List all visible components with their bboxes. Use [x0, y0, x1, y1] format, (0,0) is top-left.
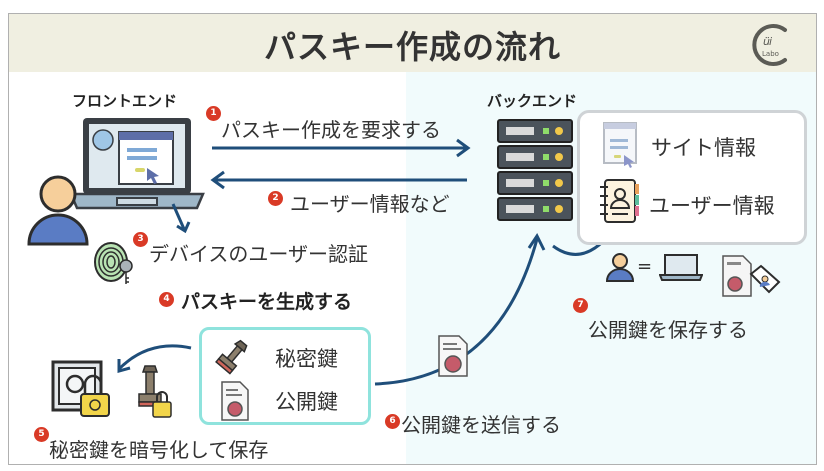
- auth-arrow: [171, 203, 191, 234]
- generated-keys-box: 秘密鍵 公開鍵: [199, 327, 371, 425]
- safe-fingerprint-lock-icon: [51, 360, 110, 417]
- svg-text:ü: ü: [763, 35, 770, 48]
- step-1-badge: 1: [206, 106, 221, 121]
- response-arrow: [210, 170, 467, 190]
- address-book-icon: [600, 179, 639, 223]
- site-info-label: サイト情報: [651, 136, 756, 160]
- certificate-icon: [221, 381, 249, 421]
- send-public-key-arrow: [374, 233, 546, 386]
- user-info-label: ユーザー情報: [649, 194, 775, 218]
- backend-label: バックエンド: [487, 92, 578, 110]
- public-key-certificate-icon: [438, 335, 468, 377]
- frontend-label: フロントエンド: [72, 92, 178, 110]
- svg-text:Labo: Labo: [762, 50, 779, 58]
- step-3-badge: 3: [133, 232, 148, 247]
- header-band: パスキー作成の流れ ü i Labo: [9, 14, 816, 72]
- step-4-badge: 4: [159, 292, 174, 307]
- store-private-key-arrow: [117, 344, 192, 373]
- page-title: パスキー作成の流れ: [263, 28, 561, 66]
- step-6-label: 公開鍵を送信する: [401, 413, 561, 437]
- step-6-badge: 6: [385, 414, 400, 429]
- public-key-label: 公開鍵: [275, 390, 338, 414]
- backend-data-store: サイト情報 ユーザー情報: [577, 110, 807, 245]
- seal-stamp-icon: [215, 339, 248, 375]
- diagram-frame: パスキー作成の流れ ü i Labo フロントエンド バックエンド 1 パスキー…: [8, 13, 817, 465]
- server-icon: [497, 119, 573, 221]
- step-5-label: 秘密鍵を暗号化して保存: [49, 438, 269, 462]
- web-page-icon: [603, 122, 637, 168]
- chii-labo-logo-icon: ü i Labo: [752, 24, 787, 66]
- step-1-label: パスキー作成を要求する: [221, 118, 441, 142]
- locked-private-key-icon: [138, 365, 172, 418]
- laptop-icon-small: [659, 254, 703, 281]
- user-icon: [27, 175, 89, 246]
- equals-sign: =: [637, 256, 653, 277]
- step-2-label: ユーザー情報など: [290, 192, 450, 216]
- step-3-label: デバイスのユーザー認証: [149, 242, 368, 266]
- request-arrow: [212, 138, 471, 158]
- fingerprint-key-icon: [94, 242, 133, 284]
- private-key-label: 秘密鍵: [275, 347, 338, 371]
- step-5-badge: 5: [34, 427, 49, 442]
- user-icon-small: [605, 253, 635, 282]
- certificate-tag-icon: [722, 255, 781, 297]
- svg-text:i: i: [769, 35, 772, 48]
- step-7-badge: 7: [573, 298, 588, 313]
- laptop-icon: [69, 118, 205, 210]
- step-2-badge: 2: [268, 191, 283, 206]
- step-4-label: パスキーを生成する: [181, 291, 353, 313]
- step-7-label: 公開鍵を保存する: [588, 318, 748, 342]
